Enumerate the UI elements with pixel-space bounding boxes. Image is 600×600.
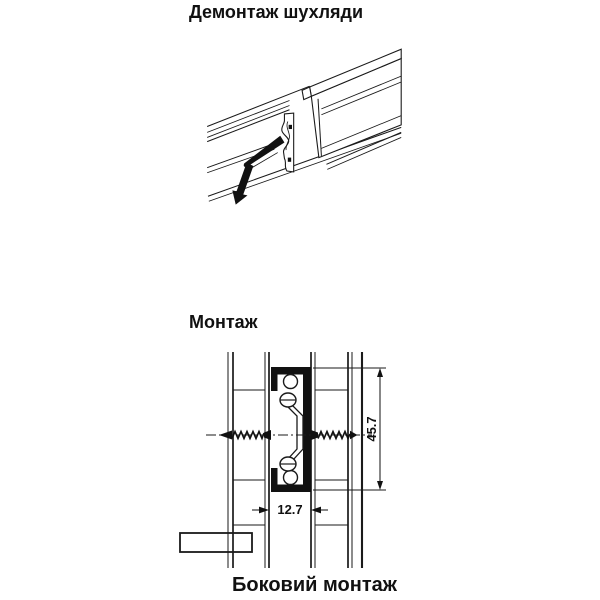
drawer-bottom-panel — [179, 532, 253, 553]
latch-hole-bottom — [287, 157, 292, 162]
release-lever-icon — [243, 135, 285, 167]
cabinet-rail-bottom-edges — [206, 126, 402, 202]
panel-hatch-lines — [233, 389, 348, 526]
dimension-slide-height: 45.7 — [313, 367, 386, 491]
section-title-removal: Демонтаж шухляди — [189, 2, 364, 22]
latch-hole-top — [288, 124, 292, 130]
section-title-side-mounting: Боковий монтаж — [232, 574, 397, 596]
removal-diagram — [206, 48, 402, 205]
latch-end-plate — [281, 112, 295, 173]
slide-cross-section — [271, 367, 311, 492]
right-panel — [310, 352, 364, 568]
dimension-clearance-label: 12.7 — [277, 502, 302, 517]
ball-bearing-bottom — [282, 469, 299, 486]
cabinet-rail-top-edges — [206, 85, 310, 143]
dimension-slide-clearance: 12.7 — [252, 501, 328, 517]
drawer-member-profile — [279, 392, 304, 472]
dimension-height-label: 45.7 — [364, 416, 379, 441]
drawer-member-box — [301, 48, 402, 170]
cross-section-diagram: 45.7 12.7 — [179, 352, 386, 568]
ball-bearing-top — [282, 373, 299, 390]
section-title-mounting: Монтаж — [189, 312, 258, 332]
extended-slide-perspective — [206, 48, 402, 205]
screw-right — [311, 429, 358, 441]
cabinet-member-profile — [271, 367, 311, 492]
removal-direction-arrow-icon — [232, 162, 254, 205]
screw-left — [219, 429, 271, 441]
mounting-diagram: 45.7 12.7 — [179, 352, 386, 568]
left-panel — [227, 352, 270, 568]
